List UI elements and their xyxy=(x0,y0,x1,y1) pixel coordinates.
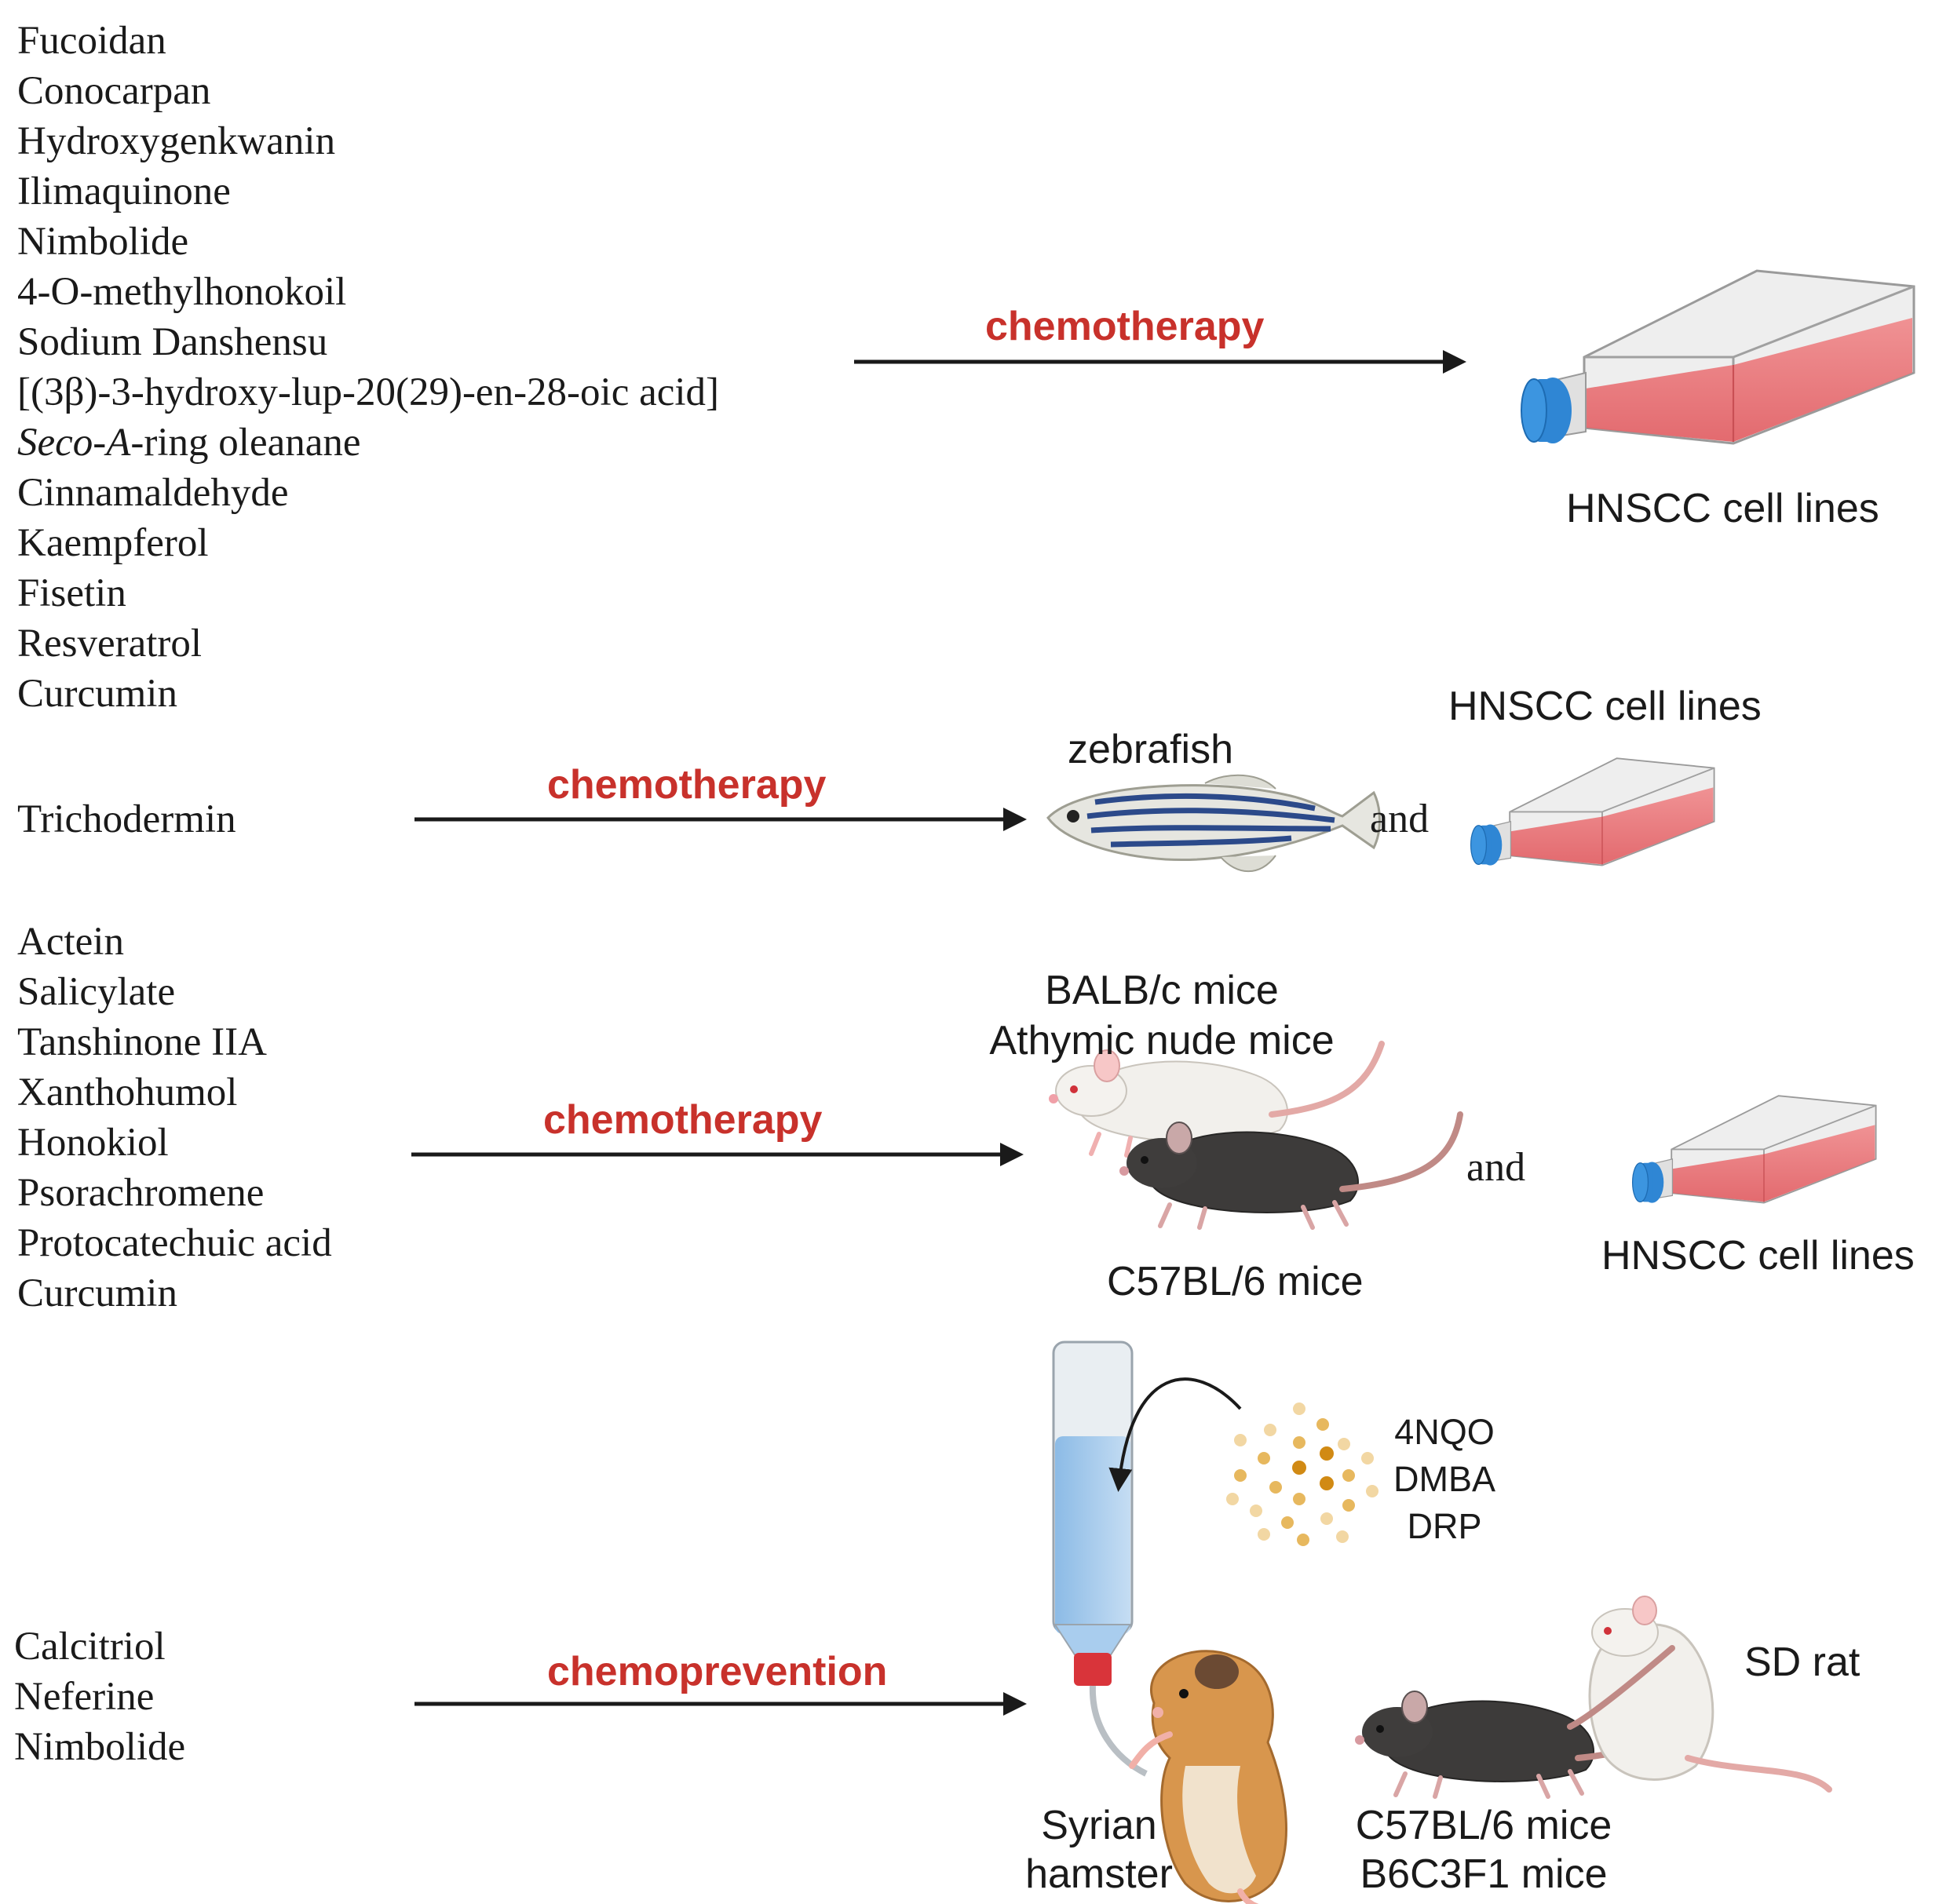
model-label-group-1: HNSCC cell lines xyxy=(1566,486,1879,531)
list-item: Psorachromene xyxy=(17,1171,265,1215)
compound-list-group-4: Calcitriol Neferine Nimbolide xyxy=(14,1621,185,1772)
model-label-athymic: Athymic nude mice xyxy=(989,1018,1335,1063)
carcinogen-drp: DRP xyxy=(1407,1506,1482,1546)
route-label-group-1: chemotherapy xyxy=(985,304,1265,349)
list-item: Nimbolide xyxy=(14,1725,186,1769)
list-item: Xanthohumol xyxy=(17,1071,238,1114)
model-label-hamster: hamster xyxy=(1025,1851,1173,1897)
carcinogen-dmba: DMBA xyxy=(1393,1459,1495,1499)
seco-dash: - xyxy=(93,421,107,465)
compound-list-group-3: Actein Salicylate Tanshinone IIA Xanthoh… xyxy=(17,917,332,1319)
hamster-icon xyxy=(1129,1650,1287,1904)
list-item: Conocarpan xyxy=(17,69,211,113)
list-item: Cinnamaldehyde xyxy=(17,471,289,515)
list-item: Salicylate xyxy=(17,970,176,1014)
list-item: Calcitriol xyxy=(14,1625,166,1669)
model-label-sd-rat: SD rat xyxy=(1744,1640,1860,1685)
list-item: Protocatechuic acid xyxy=(17,1221,332,1265)
seco-italic: Seco xyxy=(17,421,93,465)
compound-list-group-1: Fucoidan Conocarpan Hydroxygenkwanin Ili… xyxy=(17,16,719,719)
water-bottle-icon xyxy=(1052,1340,1148,1777)
list-item: Curcumin xyxy=(17,1271,177,1315)
carcinogen-4nqo: 4NQO xyxy=(1394,1412,1495,1452)
list-item: Ilimaquinone xyxy=(17,170,231,213)
model-label-b6c3f1: B6C3F1 mice xyxy=(1360,1851,1608,1897)
model-label-group-2: HNSCC cell lines xyxy=(1448,684,1762,729)
list-item: Curcumin xyxy=(17,672,177,716)
list-item: Fisetin xyxy=(17,571,126,615)
model-label-group-3: HNSCC cell lines xyxy=(1601,1233,1915,1278)
list-item: Neferine xyxy=(14,1675,155,1719)
culture-flask-icon xyxy=(1520,269,1915,445)
list-item: Nimbolide xyxy=(17,220,189,264)
list-item: Honokiol xyxy=(17,1121,169,1165)
compound-list-group-2: Trichodermin xyxy=(17,794,236,844)
rat-icon xyxy=(1567,1596,1832,1793)
list-item: Trichodermin xyxy=(17,797,236,841)
seco-rest: -ring oleanane xyxy=(130,421,361,465)
route-label-group-4: chemoprevention xyxy=(547,1649,888,1694)
list-item: Tanshinone IIA xyxy=(17,1020,267,1064)
list-item: Fucoidan xyxy=(17,19,166,63)
list-item: Sodium Danshensu xyxy=(17,320,328,364)
zebrafish-icon xyxy=(1046,774,1381,873)
list-item: Resveratrol xyxy=(17,622,203,666)
list-item: [(3β)-3-hydroxy-lup-20(29)-en-28-oic aci… xyxy=(17,370,720,414)
model-label-c57bl6-b: C57BL/6 mice xyxy=(1355,1803,1612,1848)
model-label-c57bl6: C57BL/6 mice xyxy=(1107,1259,1364,1304)
connector-and: and xyxy=(1466,1145,1526,1190)
connector-and: and xyxy=(1370,797,1430,841)
model-label-balbc: BALB/c mice xyxy=(1045,968,1279,1013)
route-label-group-2: chemotherapy xyxy=(547,762,827,808)
list-item: Actein xyxy=(17,920,124,964)
curved-arrow xyxy=(1108,1377,1242,1492)
model-label-zebrafish: zebrafish xyxy=(1068,727,1233,772)
list-item: Hydroxygenkwanin xyxy=(17,119,336,163)
model-label-syrian: Syrian xyxy=(1041,1803,1157,1848)
black-mouse-icon xyxy=(1119,1114,1460,1227)
seco-italic-a: A xyxy=(106,421,131,465)
culture-flask-icon xyxy=(1631,1095,1877,1204)
list-item: Kaempferol xyxy=(17,521,209,565)
carcinogen-particles-icon xyxy=(1226,1402,1378,1546)
route-label-group-3: chemotherapy xyxy=(543,1097,823,1143)
list-item: Seco-A-ring oleanane xyxy=(17,418,719,468)
culture-flask-icon xyxy=(1470,757,1715,866)
list-item: 4-O-methylhonokoil xyxy=(17,270,347,314)
